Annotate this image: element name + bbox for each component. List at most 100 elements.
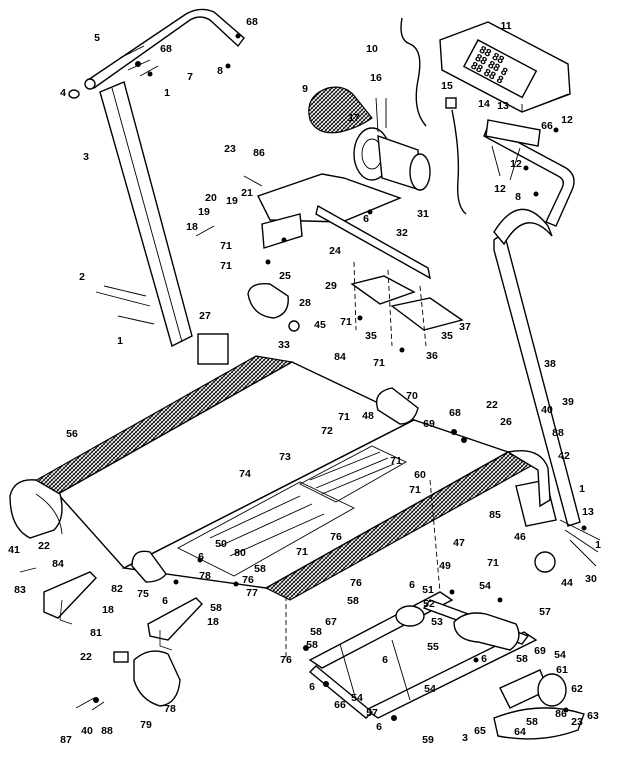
part-callout-6: 6 — [409, 579, 415, 591]
part-callout-11: 11 — [500, 20, 511, 32]
part-callout-28: 28 — [299, 297, 311, 309]
part-callout-67: 67 — [325, 616, 337, 628]
part-callout-22: 22 — [80, 651, 92, 663]
part-callout-6: 6 — [376, 721, 382, 733]
part-callout-84: 84 — [334, 351, 346, 363]
part-callout-59: 59 — [422, 734, 434, 746]
part-callout-46: 46 — [514, 531, 526, 543]
part-callout-7: 7 — [187, 71, 193, 83]
part-callout-6: 6 — [162, 595, 168, 607]
part-callout-16: 16 — [370, 72, 382, 84]
incline-crossbar — [308, 665, 374, 719]
part-callout-71: 71 — [296, 546, 308, 558]
part-callout-63: 63 — [587, 710, 599, 722]
part-callout-1: 1 — [117, 335, 123, 347]
upright-bracket — [197, 333, 229, 365]
motor-mount-plate — [350, 275, 416, 305]
part-callout-79: 79 — [140, 719, 152, 731]
part-callout-71: 71 — [373, 357, 385, 369]
part-callout-58: 58 — [306, 639, 318, 651]
part-callout-23: 23 — [224, 143, 236, 155]
part-callout-84: 84 — [52, 558, 64, 570]
tilt-cylinder — [247, 283, 289, 319]
part-callout-88: 88 — [101, 725, 113, 737]
part-callout-75: 75 — [137, 588, 149, 600]
upright-bolts — [95, 285, 155, 325]
part-callout-70: 70 — [406, 390, 418, 402]
part-callout-27: 27 — [199, 310, 211, 322]
part-callout-33: 33 — [278, 339, 290, 351]
part-callout-2: 2 — [79, 271, 85, 283]
motor-frame-assembly — [247, 173, 464, 347]
part-callout-8: 8 — [217, 65, 223, 77]
part-callout-55: 55 — [427, 641, 439, 653]
part-callout-23: 23 — [571, 716, 583, 728]
part-callout-58: 58 — [516, 653, 528, 665]
display-console: 88 88 88 88 8 88 88 8 — [439, 21, 571, 181]
controller-box — [261, 213, 303, 249]
part-callout-69: 69 — [423, 418, 435, 430]
speed-control-knob — [534, 551, 556, 573]
part-callout-4: 4 — [60, 87, 66, 99]
rear-foot-right — [147, 597, 203, 641]
part-callout-73: 73 — [279, 451, 291, 463]
part-callout-76: 76 — [330, 531, 342, 543]
part-callout-22: 22 — [486, 399, 498, 411]
front-roller — [375, 387, 419, 425]
left-handrail — [86, 8, 245, 89]
part-callout-48: 48 — [362, 410, 374, 422]
part-callout-72: 72 — [321, 425, 333, 437]
rear-roller — [131, 550, 167, 583]
incline-motor — [453, 612, 520, 651]
part-callout-6: 6 — [363, 213, 369, 225]
part-callout-66: 66 — [334, 699, 346, 711]
part-callout-54: 54 — [479, 580, 491, 592]
part-callout-58: 58 — [347, 595, 359, 607]
part-callout-87: 87 — [60, 734, 72, 746]
front-feet-assembly — [75, 650, 181, 711]
part-callout-74: 74 — [239, 468, 251, 480]
part-callout-18: 18 — [186, 221, 198, 233]
part-callout-66: 66 — [541, 120, 553, 132]
part-callout-36: 36 — [426, 350, 438, 362]
part-callout-15: 15 — [441, 80, 453, 92]
part-callout-57: 57 — [366, 707, 378, 719]
part-callout-35: 35 — [365, 330, 377, 342]
part-callout-9: 9 — [302, 83, 308, 95]
part-callout-71: 71 — [220, 260, 232, 272]
part-callout-38: 38 — [544, 358, 556, 370]
part-callout-57: 57 — [539, 606, 551, 618]
part-callout-18: 18 — [207, 616, 219, 628]
part-callout-29: 29 — [325, 280, 337, 292]
part-callout-71: 71 — [220, 240, 232, 252]
part-callout-58: 58 — [310, 626, 322, 638]
part-callout-82: 82 — [111, 583, 123, 595]
part-callout-51: 51 — [422, 584, 434, 596]
part-callout-54: 54 — [554, 649, 566, 661]
part-callout-58: 58 — [210, 602, 222, 614]
part-callout-50: 50 — [215, 538, 227, 550]
part-callout-49: 49 — [439, 560, 451, 572]
part-callout-77: 77 — [246, 587, 258, 599]
part-callout-32: 32 — [396, 227, 408, 239]
part-callout-41: 41 — [8, 544, 20, 556]
part-callout-6: 6 — [198, 551, 204, 563]
part-callout-62: 62 — [571, 683, 583, 695]
motor-assembly — [308, 86, 431, 191]
part-callout-10: 10 — [366, 43, 378, 55]
part-callout-22: 22 — [38, 540, 50, 552]
part-callout-40: 40 — [541, 404, 553, 416]
incline-frame-assembly — [285, 479, 585, 740]
part-callout-71: 71 — [340, 316, 352, 328]
part-callout-1: 1 — [164, 87, 170, 99]
part-callout-71: 71 — [487, 557, 499, 569]
safety-key-cable — [400, 17, 467, 215]
part-callout-88: 88 — [552, 427, 564, 439]
part-callout-31: 31 — [417, 208, 429, 220]
right-upright-assembly — [483, 125, 601, 573]
part-callout-1: 1 — [595, 539, 601, 551]
part-callout-12: 12 — [494, 183, 506, 195]
right-upright-base — [515, 479, 557, 527]
part-callout-5: 5 — [94, 32, 100, 44]
drive-belt — [308, 86, 373, 134]
